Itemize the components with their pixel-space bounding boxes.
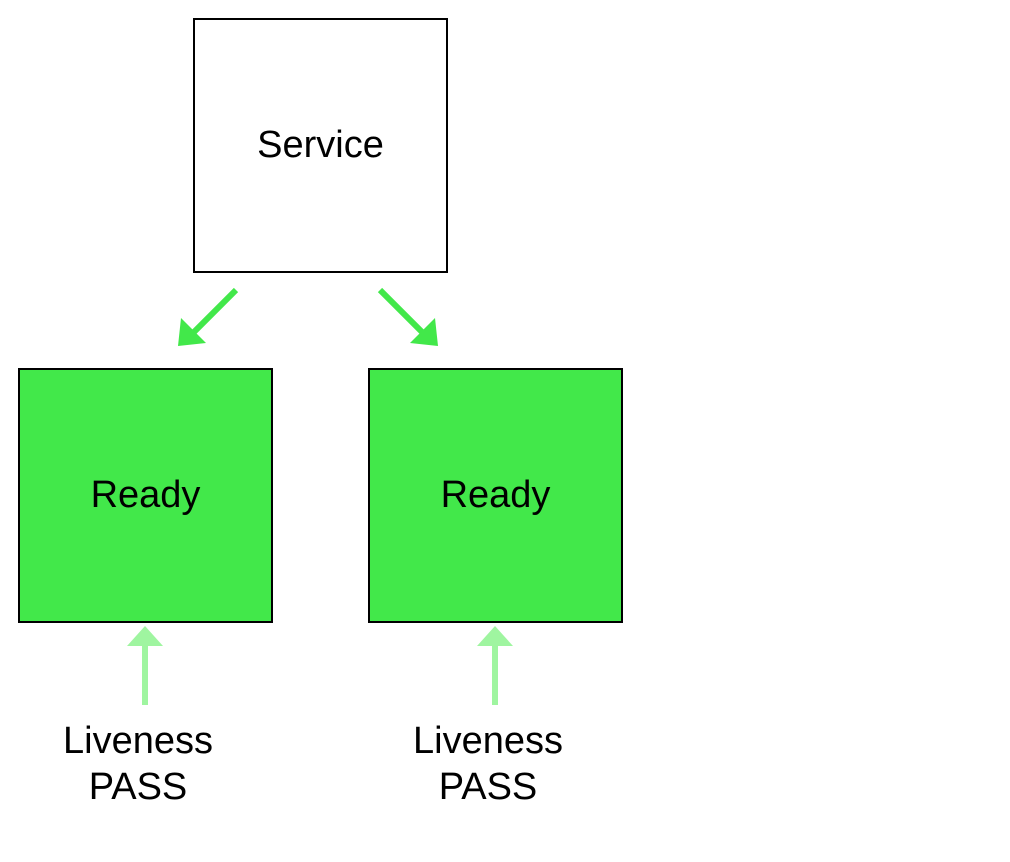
liveness-probe-label-left: Liveness PASS	[28, 718, 248, 810]
liveness-result: PASS	[88, 766, 188, 808]
service-label: Service	[257, 124, 384, 166]
traffic-arrow-left	[178, 287, 239, 346]
pod-ready-left: Ready	[18, 368, 273, 623]
liveness-arrow-right	[477, 626, 513, 705]
liveness-probe-label-right: Liveness PASS	[378, 718, 598, 810]
traffic-arrow-right	[377, 287, 438, 346]
liveness-title: Liveness	[413, 720, 563, 762]
liveness-arrow-left	[127, 626, 163, 705]
liveness-title: Liveness	[63, 720, 213, 762]
service-box: Service	[193, 18, 448, 273]
pod-status-label: Ready	[90, 474, 201, 516]
pod-ready-right: Ready	[368, 368, 623, 623]
liveness-result: PASS	[438, 766, 538, 808]
pod-status-label: Ready	[440, 474, 551, 516]
